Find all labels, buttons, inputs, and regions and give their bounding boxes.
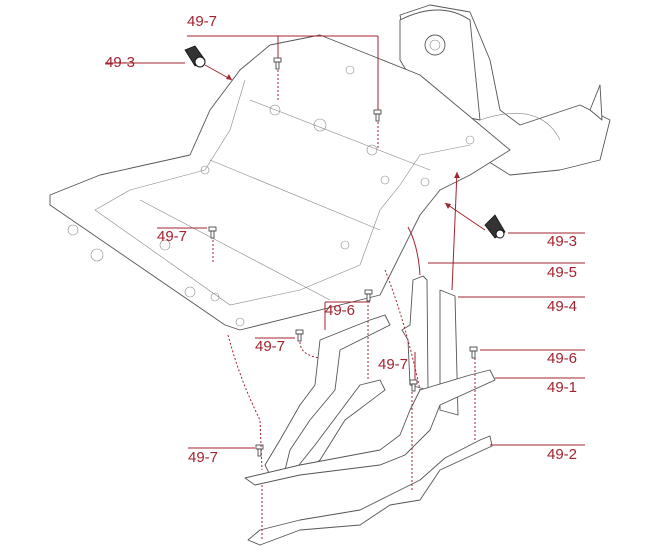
callout-plate-49-5: 49-5 [547,264,578,281]
callout-mid-left-49-7: 49-7 [157,228,188,245]
grommet-right-icon [484,214,506,239]
arms [244,314,496,546]
callout-mid-49-6: 49-6 [325,302,356,319]
callout-upper-arm-49-1: 49-1 [547,379,578,396]
callout-lower-arm-49-2: 49-2 [547,446,578,463]
callout-arm-left-49-7: 49-7 [255,338,286,355]
callout-right-49-6: 49-6 [547,350,578,367]
callout-grommet-left: 49-3 [105,54,136,71]
callout-grommet-right: 49-3 [547,233,578,250]
leader-lines [105,35,585,540]
callout-arm-right-49-7: 49-7 [378,356,409,373]
callout-bottom-left-49-7: 49-7 [188,449,219,466]
grommet-left-icon [184,45,206,68]
callout-top-49-7: 49-7 [187,13,218,30]
chassis-plate [49,34,511,331]
callout-plate-49-4: 49-4 [547,298,578,315]
screw-icons [208,57,478,457]
